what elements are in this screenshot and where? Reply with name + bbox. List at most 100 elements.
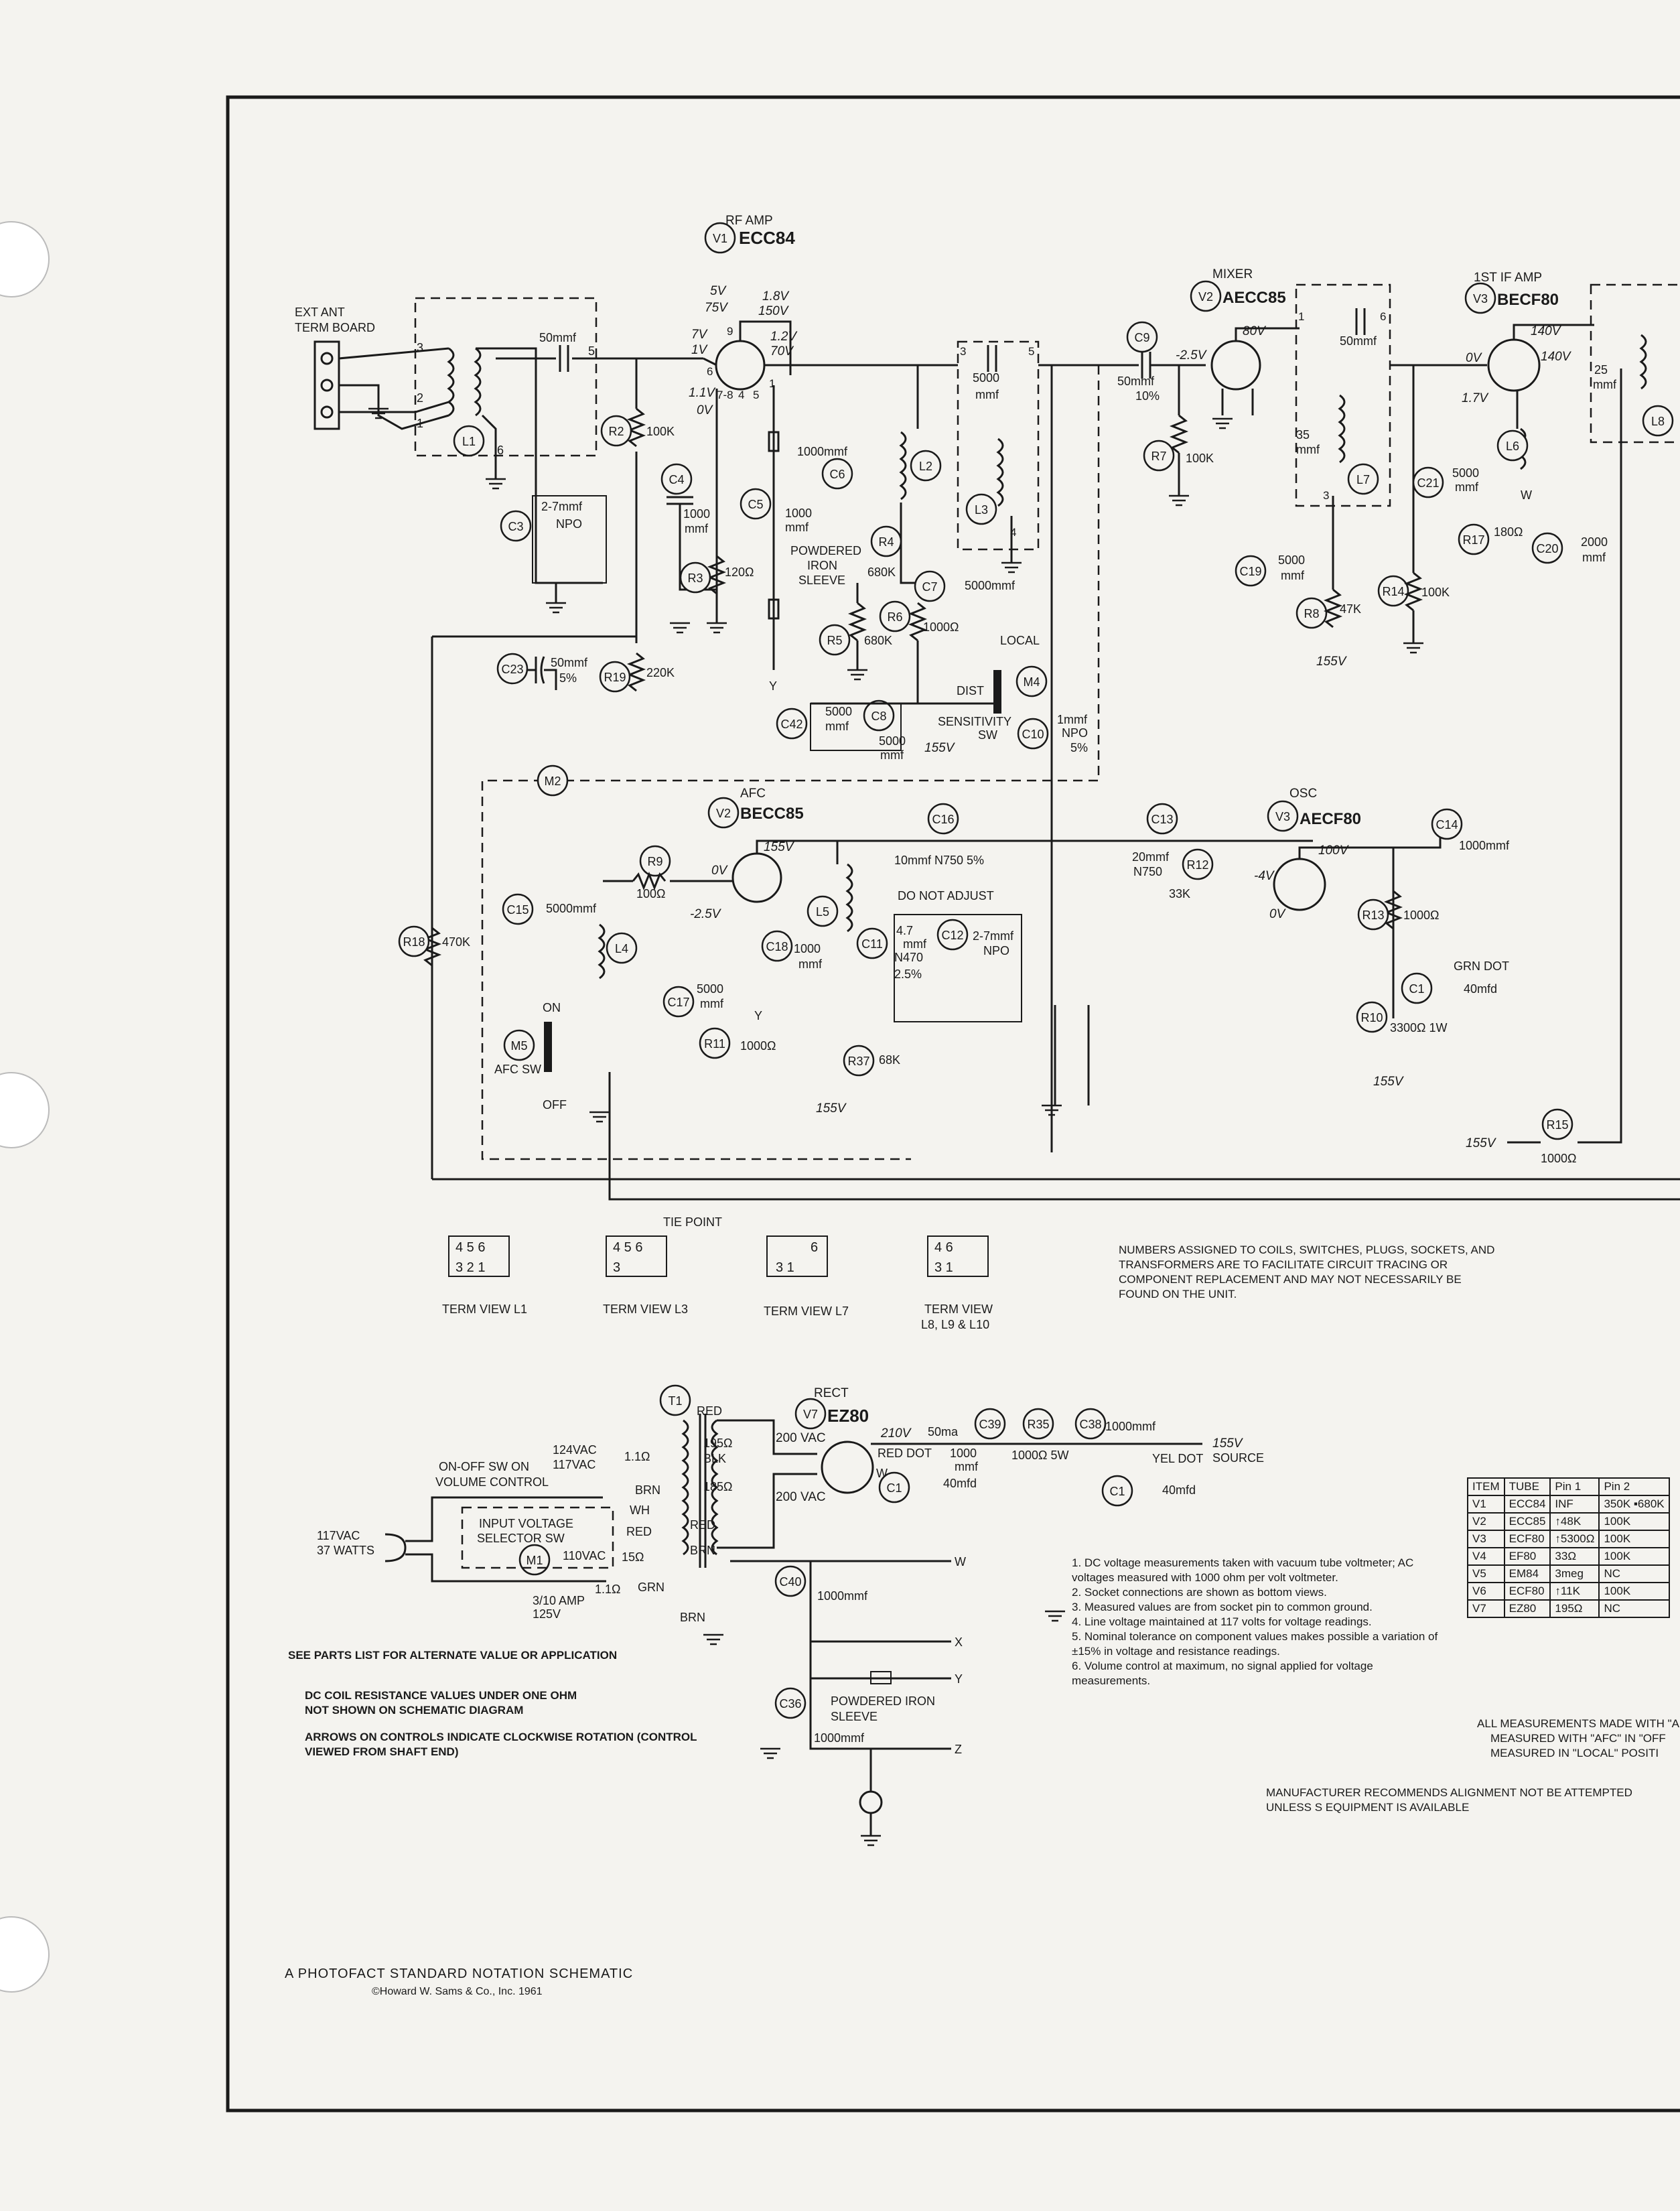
l1-ref: L1	[462, 435, 476, 448]
manufacturer-note: MANUFACTURER RECOMMENDS ALIGNMENT NOT BE…	[1266, 1786, 1632, 1814]
r19-value: 220K	[646, 666, 675, 679]
all-measurements-note: ALL MEASUREMENTS MADE WITH "A	[1477, 1717, 1679, 1730]
c1b-ref: C1	[1109, 1485, 1125, 1498]
afc-switch	[544, 1022, 552, 1072]
v1-pin-5: 5	[753, 389, 759, 401]
power-supply-section: T1 RED 195Ω BLK 185Ω RED BRN BRN BRN WH …	[317, 1384, 1264, 1836]
table-cell: NC	[1598, 1599, 1670, 1618]
l3-cap-unit: mmf	[975, 388, 999, 401]
v2b-v-0v: 0V	[711, 864, 729, 878]
l1-shield	[414, 297, 598, 457]
c13-n750: N750	[1133, 865, 1162, 878]
r17-value: 180Ω	[1494, 525, 1523, 539]
dc-coil-note: DC COIL RESISTANCE VALUES UNDER ONE OHM …	[305, 1689, 577, 1717]
term-view-l8-list: L8, L9 & L10	[921, 1318, 989, 1331]
c4-value: 1000	[683, 507, 710, 521]
v2b-v-155v: 155V	[764, 840, 795, 854]
r10-value: 3300Ω 1W	[1390, 1021, 1448, 1034]
c3-npo: NPO	[556, 517, 582, 531]
r8-ref: R8	[1304, 607, 1319, 620]
c8-value: 5000	[879, 734, 906, 748]
sensitivity-label: SENSITIVITY	[938, 715, 1011, 728]
v3a-ref: V3	[1275, 810, 1290, 823]
r14-value: 100K	[1421, 586, 1450, 599]
v2b-ref: V2	[716, 807, 731, 820]
l1-pin-1: 1	[417, 417, 423, 430]
m2-ref: M2	[544, 775, 561, 788]
c5-value: 1000	[785, 507, 812, 520]
table-cell: 100K	[1598, 1530, 1670, 1548]
l2-coil	[899, 431, 907, 500]
v3b-ref: V3	[1473, 292, 1488, 306]
c14-value: 1000mmf	[1459, 839, 1510, 852]
table-cell: 3meg	[1549, 1564, 1600, 1583]
c38-ref: C38	[1079, 1418, 1101, 1431]
antenna-terminal-board	[313, 340, 340, 430]
selector-sw-label: SELECTOR SW	[477, 1532, 565, 1545]
fuse-rating: 3/10 AMP	[533, 1594, 585, 1607]
source-label: SOURCE	[1212, 1451, 1264, 1465]
r2-value: 100K	[646, 425, 675, 438]
c16-value: 10mmf N750 5%	[894, 854, 984, 867]
v1-v-1v: 1V	[691, 343, 709, 357]
l1-secondary-coil	[474, 347, 482, 417]
r11-value: 1000Ω	[740, 1039, 776, 1053]
v2b-v-neg25: -2.5V	[690, 907, 722, 921]
r15-supply: 155V	[1466, 1136, 1497, 1150]
t1-pri-red: RED	[626, 1525, 652, 1538]
c23-value: 50mmf	[551, 656, 588, 669]
table-cell: V2	[1467, 1512, 1505, 1531]
v1-v-7v: 7V	[691, 328, 709, 342]
c15-ref: C15	[506, 903, 529, 917]
v2b-tube	[731, 852, 782, 903]
r8-supply: 155V	[1316, 655, 1348, 669]
t1-primary	[681, 1419, 689, 1556]
v-110vac: 110VAC	[563, 1549, 606, 1562]
l2-ref: L2	[919, 460, 932, 473]
c1a-ref: C1	[886, 1481, 902, 1495]
c5-ref: C5	[748, 498, 763, 511]
rf-amp-title: RF AMP	[725, 214, 773, 228]
table-cell: 100K	[1598, 1582, 1670, 1601]
table-cell: ECF80	[1503, 1530, 1551, 1548]
l3-ref: L3	[975, 503, 988, 517]
r19-ref: R19	[604, 671, 626, 684]
table-cell: 33Ω	[1549, 1547, 1600, 1566]
c11-unit: mmf	[903, 937, 927, 951]
v1-v-0v: 0V	[697, 403, 714, 417]
table-header: TUBE	[1503, 1477, 1551, 1496]
r6-ref: R6	[887, 610, 902, 624]
v1-v-75v: 75V	[705, 301, 729, 315]
c-input-value: 50mmf	[539, 331, 577, 344]
c17-value: 5000	[697, 982, 723, 996]
v1-pin-9: 9	[727, 325, 733, 338]
table-cell: ECC85	[1503, 1512, 1551, 1531]
r14-ref: R14	[1382, 585, 1404, 598]
v3a-v-0v: 0V	[1269, 907, 1287, 921]
v3b-v-140v-b: 140V	[1541, 350, 1572, 364]
r8-value: 47K	[1340, 602, 1361, 616]
table-header: Pin 1	[1549, 1477, 1600, 1496]
y-terminal: Y	[769, 679, 777, 693]
table-cell: V6	[1467, 1582, 1505, 1601]
c20-value: 2000	[1581, 535, 1608, 549]
c5-unit: mmf	[785, 521, 809, 534]
arrows-note: ARROWS ON CONTROLS INDICATE CLOCKWISE RO…	[305, 1731, 697, 1758]
r5-value: 680K	[864, 634, 892, 647]
c6-ref: C6	[829, 468, 845, 481]
c15-value: 5000mmf	[546, 902, 597, 915]
v1-v-5v: 5V	[710, 284, 727, 298]
v1-v-18v: 1.8V	[762, 289, 790, 304]
input-voltage-label: INPUT VOLTAGE	[479, 1517, 573, 1530]
c21-unit: mmf	[1455, 480, 1479, 494]
table-cell: 350K ▪680K	[1598, 1495, 1670, 1514]
c17-unit: mmf	[700, 997, 724, 1010]
t1-pri-grn: GRN	[638, 1581, 664, 1594]
r10-ref: R10	[1360, 1011, 1383, 1024]
l7-pin-3: 3	[1323, 489, 1329, 502]
yel-dot-label: YEL DOT	[1152, 1452, 1203, 1465]
c23-tolerance: 5%	[559, 671, 577, 685]
